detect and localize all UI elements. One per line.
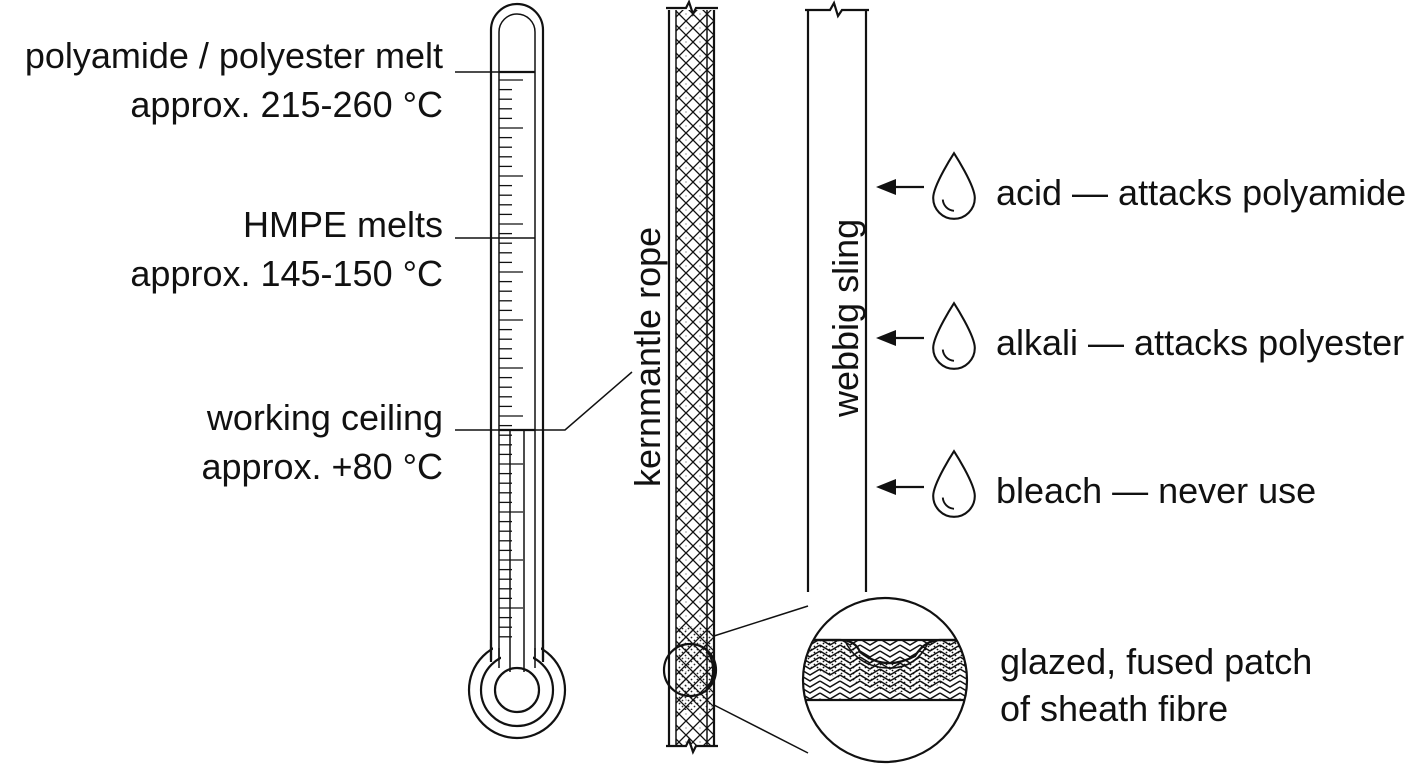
damage-label-line1: glazed, fused patch xyxy=(1000,641,1312,682)
label-melt-polyamide-temp: approx. 215-260 °C xyxy=(130,84,443,125)
zoom-inset: glazed, fused patch of sheath fibre xyxy=(713,596,1312,764)
thermometer-bulb-core xyxy=(493,666,541,714)
label-hmpe-temp: approx. 145-150 °C xyxy=(130,253,443,294)
damage-label-line2: of sheath fibre xyxy=(1000,688,1228,729)
droplet-icon xyxy=(932,152,976,220)
zoom-inset-detail xyxy=(803,600,967,762)
thermometer-fill-column xyxy=(509,430,525,672)
rope-label: kernmantle rope xyxy=(627,227,668,487)
thermometer-outer-glass xyxy=(489,2,545,660)
thermometer xyxy=(467,2,567,740)
chemical-acid: acid — attacks polyamide xyxy=(876,152,1406,220)
chemical-alkali-label: alkali — attacks polyester xyxy=(996,322,1404,363)
webbing-sling: webbig sling xyxy=(805,0,869,592)
label-hmpe: HMPE melts xyxy=(243,204,443,245)
kernmantle-rope: kernmantle rope xyxy=(627,0,718,755)
droplet-icon xyxy=(932,450,976,518)
leader-lines xyxy=(455,71,633,431)
thermometer-scale xyxy=(499,79,523,638)
chemical-acid-label: acid — attacks polyamide xyxy=(996,172,1406,213)
label-working-ceiling-temp: approx. +80 °C xyxy=(201,446,443,487)
chemical-bleach: bleach — never use xyxy=(876,450,1316,518)
chemical-bleach-label: bleach — never use xyxy=(996,470,1316,511)
label-working-ceiling: working ceiling xyxy=(206,397,443,438)
droplet-icon xyxy=(932,302,976,370)
sling-label: webbig sling xyxy=(825,219,866,418)
thermometer-inner-tube xyxy=(498,13,536,660)
thermometer-labels: polyamide / polyester melt approx. 215-2… xyxy=(25,35,443,487)
damage-highlight-circle xyxy=(662,642,718,698)
zoom-inset-circle xyxy=(801,596,969,764)
label-melt-polyamide: polyamide / polyester melt xyxy=(25,35,443,76)
chemical-alkali: alkali — attacks polyester xyxy=(876,302,1404,370)
chemical-warnings: acid — attacks polyamide alkali — attack… xyxy=(876,152,1406,518)
